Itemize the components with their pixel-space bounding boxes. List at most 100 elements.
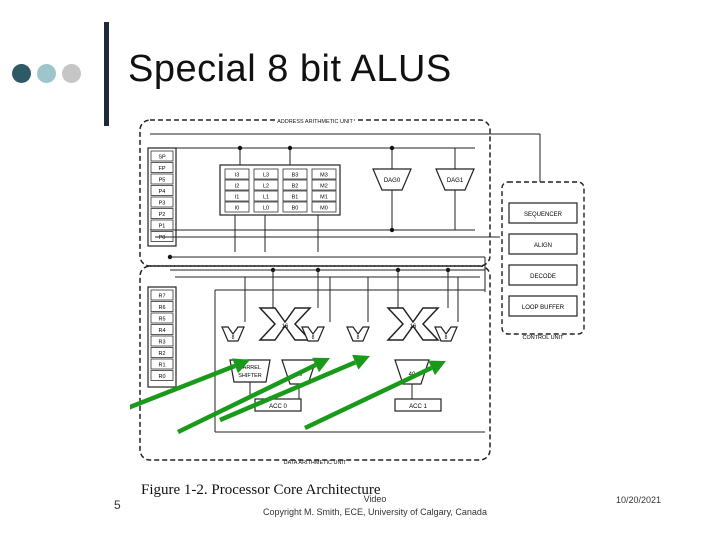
data-unit-label: DATA ARITHMETIC UNIT (284, 460, 347, 466)
pointer-register-label: P1 (159, 224, 166, 230)
alu-8bit (221, 326, 245, 342)
data-register-cell (150, 335, 174, 347)
address-register-label: B2 (292, 184, 299, 190)
data-register-label: R7 (158, 294, 165, 300)
control-block (508, 295, 578, 317)
pointer-register-label: P5 (159, 178, 166, 184)
multiplier-0: 16 (258, 307, 312, 341)
multiplier-0-width: 16 (282, 324, 289, 330)
slide-number: 5 (114, 498, 121, 512)
data-register-label: R1 (158, 363, 165, 369)
processor-core-diagram: ADDRESS ARITHMETIC UNIT SPFPP5P4P3P2P1P0… (130, 118, 585, 466)
pointer-register-cell (150, 162, 174, 173)
address-register-cell (224, 201, 250, 213)
address-register-cell (282, 179, 308, 191)
address-register-cell (253, 201, 279, 213)
slide-date: 10/20/2021 (616, 495, 662, 505)
address-register-label: L3 (263, 173, 269, 179)
control-block (508, 202, 578, 224)
address-register-cell (253, 179, 279, 191)
address-register-label: B1 (292, 195, 299, 201)
dag0-unit (372, 168, 412, 191)
green-arrow-head (232, 358, 250, 374)
control-block (508, 233, 578, 255)
address-register-cell (224, 168, 250, 180)
data-register-frame (147, 286, 177, 388)
address-register-label: M3 (320, 173, 328, 179)
data-register-cell (150, 370, 174, 381)
data-register-cell (150, 312, 174, 324)
data-register-cell (150, 347, 174, 358)
address-register-label: I3 (235, 173, 240, 179)
address-register-label: L0 (263, 206, 269, 212)
data-register-cell (150, 301, 174, 312)
address-register-label: M1 (320, 195, 328, 201)
address-register-cell (224, 179, 250, 191)
footer-video: Video (363, 494, 387, 504)
pointer-register-cell (150, 173, 174, 185)
address-register-cell (282, 201, 308, 213)
slide-title: Special 8 bit ALUS (128, 48, 452, 90)
green-arrow-shaft (130, 363, 236, 410)
bullet-dot-dark (12, 64, 31, 83)
data-register-label: R3 (158, 340, 165, 346)
pointer-register-label: FP (158, 166, 165, 172)
address-register-label: L2 (263, 184, 269, 190)
address-register-cell (311, 168, 337, 180)
data-bus-lines (170, 256, 486, 433)
data-register-label: R4 (158, 328, 165, 334)
address-register-cell (311, 179, 337, 191)
pointer-register-label: P3 (159, 201, 166, 207)
address-register-label: I2 (235, 184, 240, 190)
address-register-cell (311, 190, 337, 202)
highlight-arrows (130, 354, 446, 435)
control-unit-label: CONTROL UNIT (522, 335, 564, 341)
bullet-dot-teal (37, 64, 56, 83)
data-register-label: R0 (158, 374, 165, 380)
control-block-label: SEQUENCER (524, 212, 563, 218)
acc0-label: ACC 0 (269, 404, 287, 410)
control-block-label: LOOP BUFFER (522, 305, 565, 311)
address-register-label: M2 (320, 184, 328, 190)
green-arrow-head (352, 354, 370, 370)
pointer-register-label: P0 (159, 235, 166, 241)
alu-8bit (301, 326, 325, 342)
green-arrow-shaft (304, 365, 433, 431)
acc1-register (394, 398, 442, 412)
alu-8bit (434, 326, 458, 342)
address-register-cell (253, 190, 279, 202)
address-register-cell (282, 190, 308, 202)
control-block-label: DECODE (530, 274, 556, 280)
address-register-label: B3 (292, 173, 299, 179)
bus-junction-dots (167, 145, 451, 273)
multiplier-1: 16 (386, 307, 440, 341)
address-bus-lines (150, 133, 541, 252)
pointer-register-cell (150, 196, 174, 208)
dag1-label: DAG1 (447, 178, 464, 184)
pointer-register-label: P4 (159, 189, 166, 195)
address-register-cell (224, 190, 250, 202)
dag1-unit (435, 168, 475, 191)
bullet-dot-gray (62, 64, 81, 83)
address-register-label: I1 (235, 195, 240, 201)
pointer-register-label: SP (158, 155, 166, 161)
alu-8bit (346, 326, 370, 342)
dag0-label: DAG0 (384, 178, 401, 184)
address-register-label: M0 (320, 206, 328, 212)
address-register-label: I0 (235, 206, 240, 212)
barrel-shifter-label-2: SHIFTER (238, 373, 262, 379)
pointer-register-label: P2 (159, 212, 166, 218)
address-register-cell (311, 201, 337, 213)
green-arrow-head (428, 360, 446, 376)
control-block (508, 264, 578, 286)
data-register-cell (150, 324, 174, 335)
address-register-label: B0 (292, 206, 299, 212)
title-divider-bar (104, 22, 109, 126)
address-register-cell (282, 168, 308, 180)
multiplier-1-width: 16 (410, 324, 417, 330)
control-block-label: ALIGN (534, 243, 552, 249)
control-blocks: SEQUENCER ALIGN DECODE LOOP BUFFER (508, 202, 578, 317)
